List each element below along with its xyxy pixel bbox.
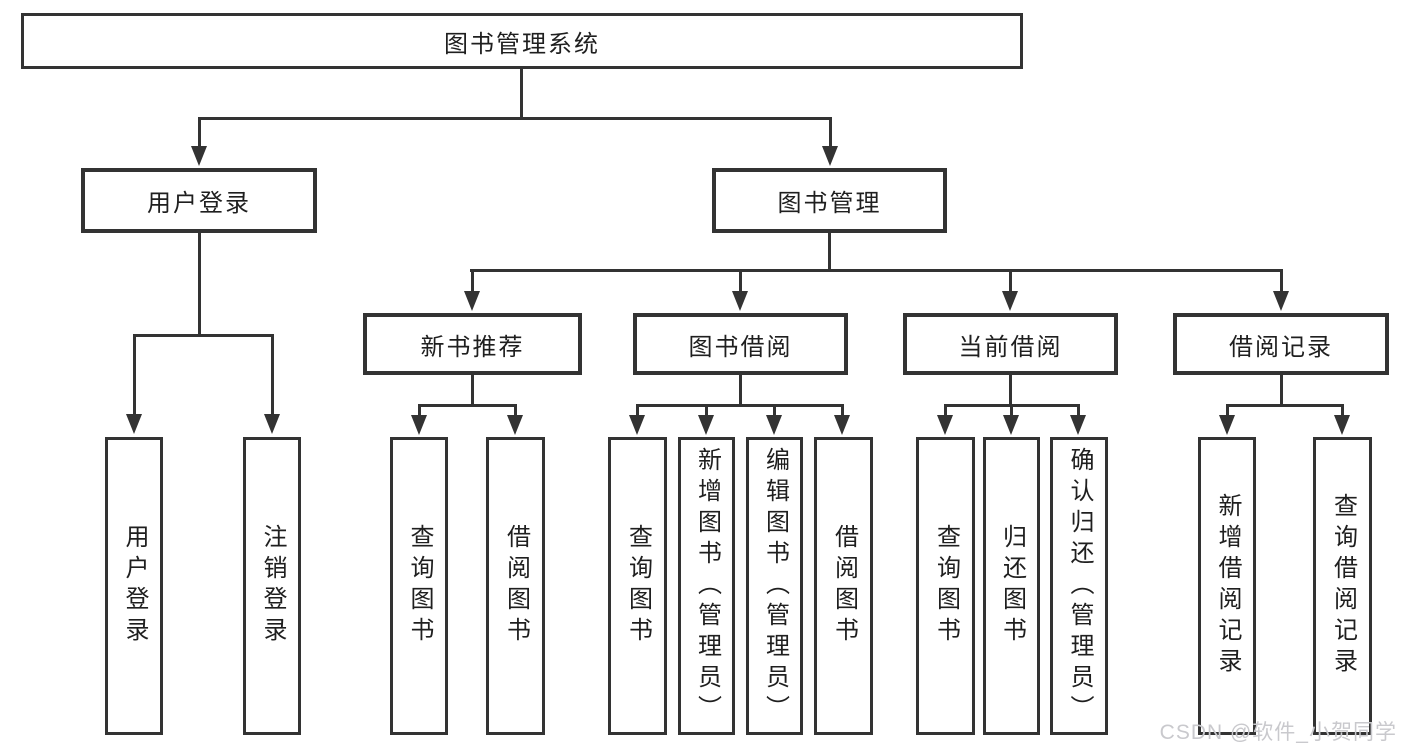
connector-drop-add-borrow-record: [1226, 404, 1229, 418]
leaf-add-books-admin-label: 新增图书（管理员）: [693, 446, 721, 726]
leaf-logout-label: 注销登录: [259, 524, 286, 648]
connector-drop-borrow-books-recommend: [514, 404, 517, 418]
connector-root-stem: [520, 69, 523, 119]
leaf-borrow-books-borrowing: 借阅图书: [814, 437, 873, 735]
arrowhead-borrowing-records: [1273, 291, 1289, 311]
arrowhead-query-borrow-record: [1334, 415, 1350, 435]
leaf-user-login: 用户登录: [105, 437, 163, 735]
node-current-borrowing: 当前借阅: [903, 313, 1118, 375]
leaf-user-login-label: 用户登录: [121, 524, 148, 648]
connector-drop-borrow-books-borrowing: [841, 404, 844, 418]
arrowhead-add-books-admin: [698, 415, 714, 435]
connector-drop-query-books-recommend: [418, 404, 421, 418]
connector-book-borrowing-stem: [739, 375, 742, 406]
leaf-query-books-current-label: 查询图书: [932, 524, 960, 648]
node-user-login-label: 用户登录: [147, 190, 251, 217]
leaf-query-books-current: 查询图书: [916, 437, 975, 735]
connector-new-book-recommend-stem: [471, 375, 474, 406]
node-borrowing-records: 借阅记录: [1173, 313, 1389, 375]
connector-drop-return-books: [1010, 404, 1013, 418]
connector-drop-current-borrowing: [1009, 269, 1012, 293]
arrowhead-leaf-logout: [264, 414, 280, 434]
connector-drop-add-books-admin: [705, 404, 708, 418]
connector-drop-query-books-borrowing: [636, 404, 639, 418]
connector-user-login-stem: [198, 233, 201, 336]
node-root: 图书管理系统: [21, 13, 1023, 69]
node-new-book-recommend: 新书推荐: [363, 313, 582, 375]
connector-drop-edit-books-admin: [773, 404, 776, 418]
arrowhead-confirm-return-admin: [1070, 415, 1086, 435]
leaf-query-books-recommend-label: 查询图书: [406, 524, 433, 648]
node-book-management-label: 图书管理: [777, 190, 882, 217]
leaf-query-books-borrowing-label: 查询图书: [624, 524, 652, 648]
connector-book-management-bar: [470, 269, 1282, 272]
leaf-edit-books-admin-label: 编辑图书（管理员）: [761, 446, 789, 726]
connector-drop-borrowing-records: [1280, 269, 1283, 293]
arrowhead-book-management: [822, 146, 838, 166]
node-user-login: 用户登录: [81, 168, 317, 233]
arrowhead-current-borrowing: [1002, 291, 1018, 311]
leaf-logout: 注销登录: [243, 437, 301, 735]
leaf-add-borrow-record-label: 新增借阅记录: [1214, 493, 1241, 679]
node-borrowing-records-label: 借阅记录: [1229, 333, 1333, 361]
node-current-borrowing-label: 当前借阅: [958, 333, 1063, 361]
leaf-edit-books-admin: 编辑图书（管理员）: [746, 437, 803, 735]
leaf-return-books: 归还图书: [983, 437, 1040, 735]
leaf-borrow-books-borrowing-label: 借阅图书: [830, 524, 858, 648]
node-book-borrowing-label: 图书借阅: [688, 333, 793, 361]
connector-drop-user-login: [198, 117, 201, 150]
connector-root-bar: [198, 117, 832, 120]
connector-drop-book-management: [829, 117, 832, 150]
leaf-confirm-return-admin-label: 确认归还（管理员）: [1066, 446, 1093, 726]
arrowhead-query-books-current: [937, 415, 953, 435]
arrowhead-return-books: [1003, 415, 1019, 435]
connector-drop-confirm-return-admin: [1077, 404, 1080, 418]
node-book-borrowing: 图书借阅: [633, 313, 848, 375]
connector-book-borrowing-bar: [636, 404, 844, 407]
arrowhead-user-login: [191, 146, 207, 166]
arrowhead-leaf-user-login: [126, 414, 142, 434]
connector-current-borrowing-stem: [1009, 375, 1012, 406]
connector-drop-leaf-logout: [271, 334, 274, 419]
connector-new-book-recommend-bar: [418, 404, 517, 407]
leaf-confirm-return-admin: 确认归还（管理员）: [1050, 437, 1108, 735]
arrowhead-borrow-books-recommend: [507, 415, 523, 435]
connector-book-management-stem: [828, 233, 831, 271]
arrowhead-query-books-recommend: [411, 415, 427, 435]
leaf-add-borrow-record: 新增借阅记录: [1198, 437, 1256, 735]
arrowhead-book-borrowing: [732, 291, 748, 311]
arrowhead-add-borrow-record: [1219, 415, 1235, 435]
connector-borrowing-records-stem: [1280, 375, 1283, 406]
connector-user-login-bar: [133, 334, 273, 337]
leaf-return-books-label: 归还图书: [998, 524, 1026, 648]
leaf-query-books-recommend: 查询图书: [390, 437, 448, 735]
arrowhead-query-books-borrowing: [629, 415, 645, 435]
connector-borrowing-records-bar: [1226, 404, 1343, 407]
connector-drop-query-books-current: [944, 404, 947, 418]
csdn-watermark: CSDN @软件_小贺同学: [1159, 721, 1397, 744]
node-new-book-recommend-label: 新书推荐: [420, 333, 525, 361]
connector-drop-book-borrowing: [739, 269, 742, 293]
arrowhead-borrow-books-borrowing: [834, 415, 850, 435]
connector-drop-leaf-user-login: [133, 334, 136, 419]
leaf-borrow-books-recommend: 借阅图书: [486, 437, 545, 735]
arrowhead-edit-books-admin: [766, 415, 782, 435]
leaf-query-borrow-record: 查询借阅记录: [1313, 437, 1372, 735]
node-root-label: 图书管理系统: [444, 30, 600, 58]
leaf-add-books-admin: 新增图书（管理员）: [678, 437, 735, 735]
arrowhead-new-book-recommend: [464, 291, 480, 311]
leaf-borrow-books-recommend-label: 借阅图书: [502, 524, 530, 648]
connector-drop-query-borrow-record: [1341, 404, 1344, 418]
node-book-management: 图书管理: [712, 168, 947, 233]
leaf-query-borrow-record-label: 查询借阅记录: [1329, 493, 1357, 679]
leaf-query-books-borrowing: 查询图书: [608, 437, 667, 735]
connector-drop-new-book-recommend: [471, 269, 474, 293]
